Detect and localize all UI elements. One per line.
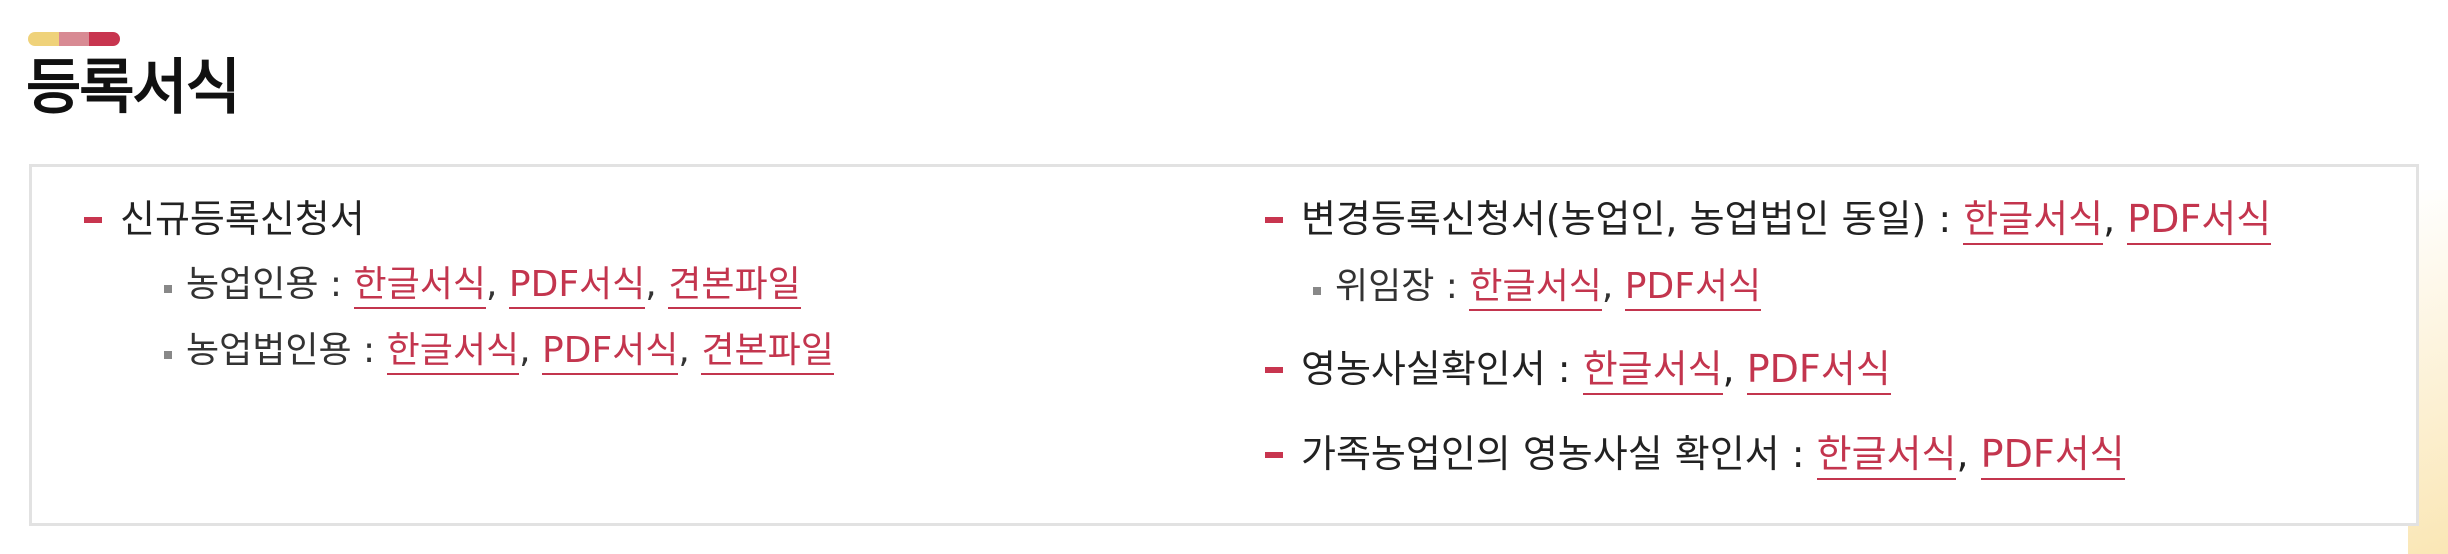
forms-box: 신규등록신청서 농업인용 : 한글서식, PDF서식, 견본파일 농업법인용 :… [29,164,2419,526]
sub-item-text: 농업법인용 : 한글서식, PDF서식, 견본파일 [186,323,834,379]
dash-bullet [1265,217,1283,223]
item-label: 가족농업인의 영농사실 확인서 : [1301,432,1805,476]
separator: , [1722,347,1735,391]
item-label: 신규등록신청서 [120,197,365,241]
title-decoration-bar [28,32,120,46]
sub-item-label: 위임장 : [1335,266,1458,307]
dash-bullet [84,217,102,223]
item-label: 변경등록신청서(농업인, 농업법인 동일) : [1301,197,1952,241]
pdf-form-link[interactable]: PDF서식 [542,330,679,375]
square-bullet [1313,287,1321,295]
sample-file-link[interactable]: 견본파일 [701,330,834,375]
hwp-form-link[interactable]: 한글서식 [1582,347,1723,395]
hwp-form-link[interactable]: 한글서식 [1816,432,1957,480]
separator: , [678,330,690,371]
pdf-form-link[interactable]: PDF서식 [508,264,646,309]
hwp-form-link[interactable]: 한글서식 [1963,197,2104,245]
square-bullet [164,285,172,293]
hwp-form-link[interactable]: 한글서식 [353,264,486,309]
sub-item-text: 농업인용 : 한글서식, PDF서식, 견본파일 [186,257,801,313]
hwp-form-link[interactable]: 한글서식 [1469,266,1602,311]
pdf-form-link[interactable]: PDF서식 [1746,347,1891,395]
dash-bullet [1265,452,1283,458]
item-label: 영농사실확인서 : [1301,347,1571,391]
decoration-segment-pink [58,32,90,46]
hwp-form-link[interactable]: 한글서식 [386,330,520,375]
item-text: 변경등록신청서(농업인, 농업법인 동일) : 한글서식, PDF서식 [1301,191,2272,247]
separator: , [645,264,657,305]
sample-file-link[interactable]: 견본파일 [668,264,801,309]
decoration-segment-red [89,32,120,46]
page-title: 등록서식 [26,53,241,123]
sub-item-label: 농업법인용 : [186,330,376,371]
item-text: 가족농업인의 영농사실 확인서 : 한글서식, PDF서식 [1301,426,2125,482]
decoration-segment-yellow [28,32,59,46]
pdf-form-link[interactable]: PDF서식 [2127,197,2272,245]
dash-bullet [1265,367,1283,373]
separator: , [519,330,531,371]
pdf-form-link[interactable]: PDF서식 [1980,432,2125,480]
pdf-form-link[interactable]: PDF서식 [1624,266,1762,311]
separator: , [1601,266,1614,307]
sub-item-text: 위임장 : 한글서식, PDF서식 [1335,259,1762,315]
separator: , [486,264,498,305]
item-text: 영농사실확인서 : 한글서식, PDF서식 [1301,341,1891,397]
separator: , [2103,197,2116,241]
sub-item-label: 농업인용 : [186,264,343,305]
square-bullet [164,351,172,359]
separator: , [1956,432,1969,476]
